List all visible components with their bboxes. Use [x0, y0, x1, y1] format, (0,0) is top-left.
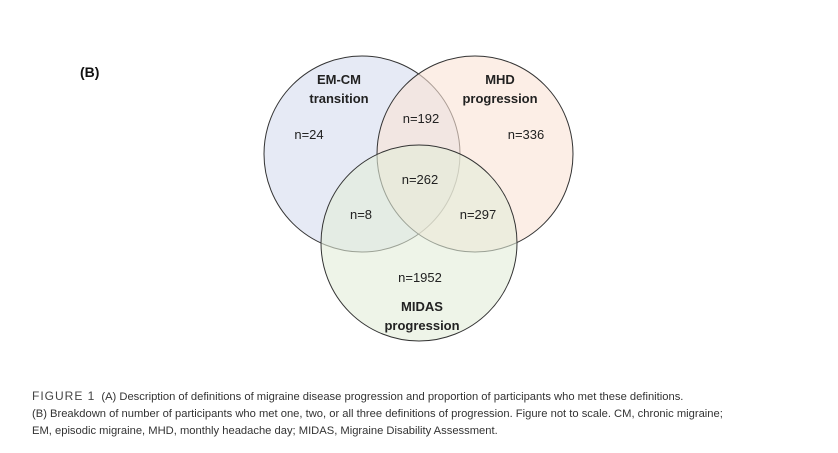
region-mhd-midas: n=297: [460, 207, 497, 222]
region-em-cm-midas: n=8: [350, 207, 372, 222]
set-label-midas-line1: MIDAS: [401, 299, 443, 314]
figure-tag: FIGURE 1: [32, 389, 96, 403]
caption-line-3: EM, episodic migraine, MHD, monthly head…: [32, 425, 498, 437]
region-em-cm-only: n=24: [294, 127, 323, 142]
region-mhd-only: n=336: [508, 127, 545, 142]
set-label-mhd-line2: progression: [462, 91, 537, 106]
region-em-cm-mhd: n=192: [403, 111, 440, 126]
set-label-em-cm-line2: transition: [309, 91, 368, 106]
caption-line-2: (B) Breakdown of number of participants …: [32, 408, 723, 420]
caption-line-1-text: (A) Description of definitions of migrai…: [101, 391, 684, 403]
region-midas-only: n=1952: [398, 270, 442, 285]
set-label-midas-line2: progression: [384, 318, 459, 333]
set-label-em-cm-line1: EM-CM: [317, 72, 361, 87]
set-label-mhd-line1: MHD: [485, 72, 515, 87]
venn-diagram: EM-CM transition MHD progression MIDAS p…: [263, 55, 574, 342]
panel-label: (B): [80, 64, 100, 80]
region-all-three: n=262: [402, 172, 439, 187]
circle-midas: [320, 144, 518, 342]
figure-caption: FIGURE 1 (A) Description of definitions o…: [32, 388, 822, 440]
caption-line-1: FIGURE 1 (A) Description of definitions o…: [32, 388, 822, 406]
